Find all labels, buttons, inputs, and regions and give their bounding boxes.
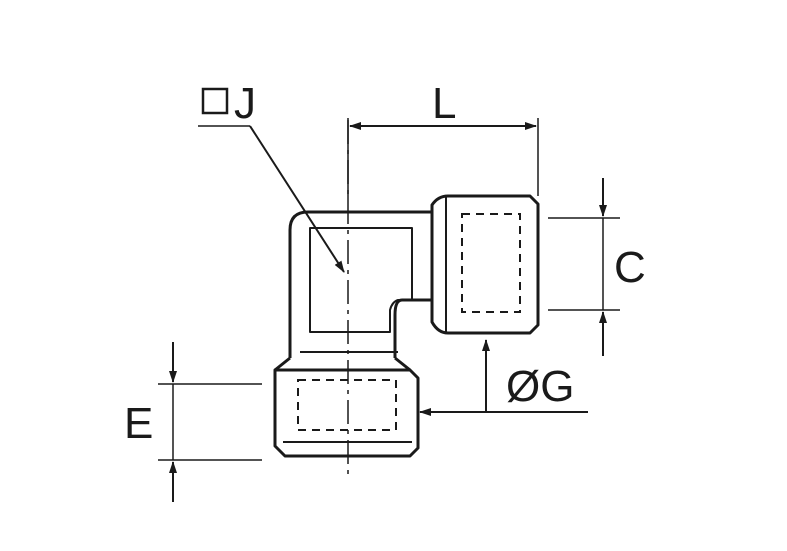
right-thread-hidden-lines <box>461 213 521 313</box>
label-j: J <box>234 79 256 128</box>
bottom-thread-hidden-lines <box>297 379 397 431</box>
elbow-inner-cavity <box>309 227 413 333</box>
label-l: L <box>432 79 457 128</box>
bottom-port-body <box>273 368 420 458</box>
label-e: E <box>124 399 154 448</box>
label-g: ØG <box>506 362 575 411</box>
elbow-body-outline <box>288 210 434 358</box>
bottom-neck <box>274 356 411 372</box>
label-c: C <box>614 243 646 292</box>
square-icon <box>201 87 229 115</box>
right-port-body <box>430 194 540 335</box>
dim-j-leader-arrow <box>249 125 345 273</box>
